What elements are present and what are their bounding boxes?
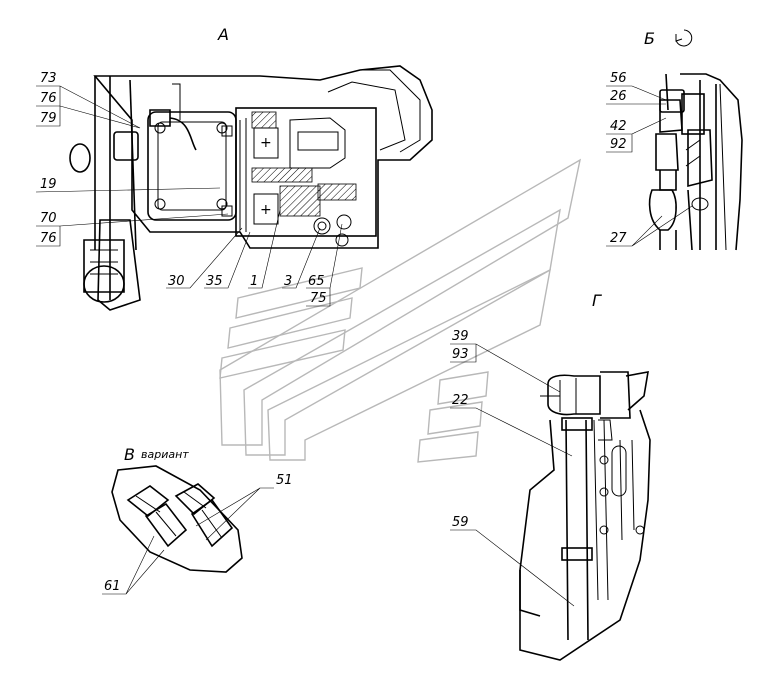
callout-56: 56 xyxy=(610,71,627,86)
callout-22: 22 xyxy=(452,393,469,408)
callout-19: 19 xyxy=(40,177,57,192)
callout-76-a: 76 xyxy=(40,91,57,106)
callout-1: 1 xyxy=(250,274,258,289)
callout-79: 79 xyxy=(40,111,57,126)
callout-42: 42 xyxy=(610,119,627,134)
callout-39: 39 xyxy=(452,329,469,344)
callouts-view-b: 56 26 42 92 27 xyxy=(606,71,693,247)
view-b-title: Б xyxy=(644,29,655,48)
view-v: В вариант xyxy=(111,445,243,573)
callouts-view-v: 51 61 xyxy=(102,473,293,595)
watermark-logo xyxy=(219,158,582,463)
callout-70: 70 xyxy=(40,211,57,226)
pump-body xyxy=(235,107,377,237)
callout-65: 65 xyxy=(308,274,325,289)
callout-27: 27 xyxy=(610,231,627,246)
view-g-title: Г xyxy=(592,291,602,310)
view-v-title: В xyxy=(124,445,135,464)
rotation-icon xyxy=(675,29,693,47)
svg-text:+: + xyxy=(260,135,272,151)
view-b: Б xyxy=(644,29,743,251)
callout-3: 3 xyxy=(284,274,292,289)
view-v-note: вариант xyxy=(141,448,189,461)
mounting-plate xyxy=(147,111,237,221)
callout-51: 51 xyxy=(276,473,293,488)
callout-35: 35 xyxy=(206,274,223,289)
callout-73: 73 xyxy=(40,71,57,86)
callout-93: 93 xyxy=(452,347,469,362)
view-a-title: А xyxy=(217,25,229,44)
callout-26: 26 xyxy=(610,89,627,104)
view-g: Г xyxy=(519,291,651,661)
callout-76-b: 76 xyxy=(40,231,57,246)
callouts-view-g: 39 93 22 59 xyxy=(450,329,575,607)
svg-text:+: + xyxy=(260,202,272,218)
callouts-view-a: 73 76 79 19 70 76 30 35 1 3 65 75 xyxy=(35,71,343,307)
callout-75: 75 xyxy=(310,291,327,306)
callout-30: 30 xyxy=(168,274,185,289)
view-a: А + + xyxy=(69,25,433,311)
callout-59: 59 xyxy=(452,515,469,530)
callout-61: 61 xyxy=(104,579,121,594)
callout-92: 92 xyxy=(610,137,627,152)
